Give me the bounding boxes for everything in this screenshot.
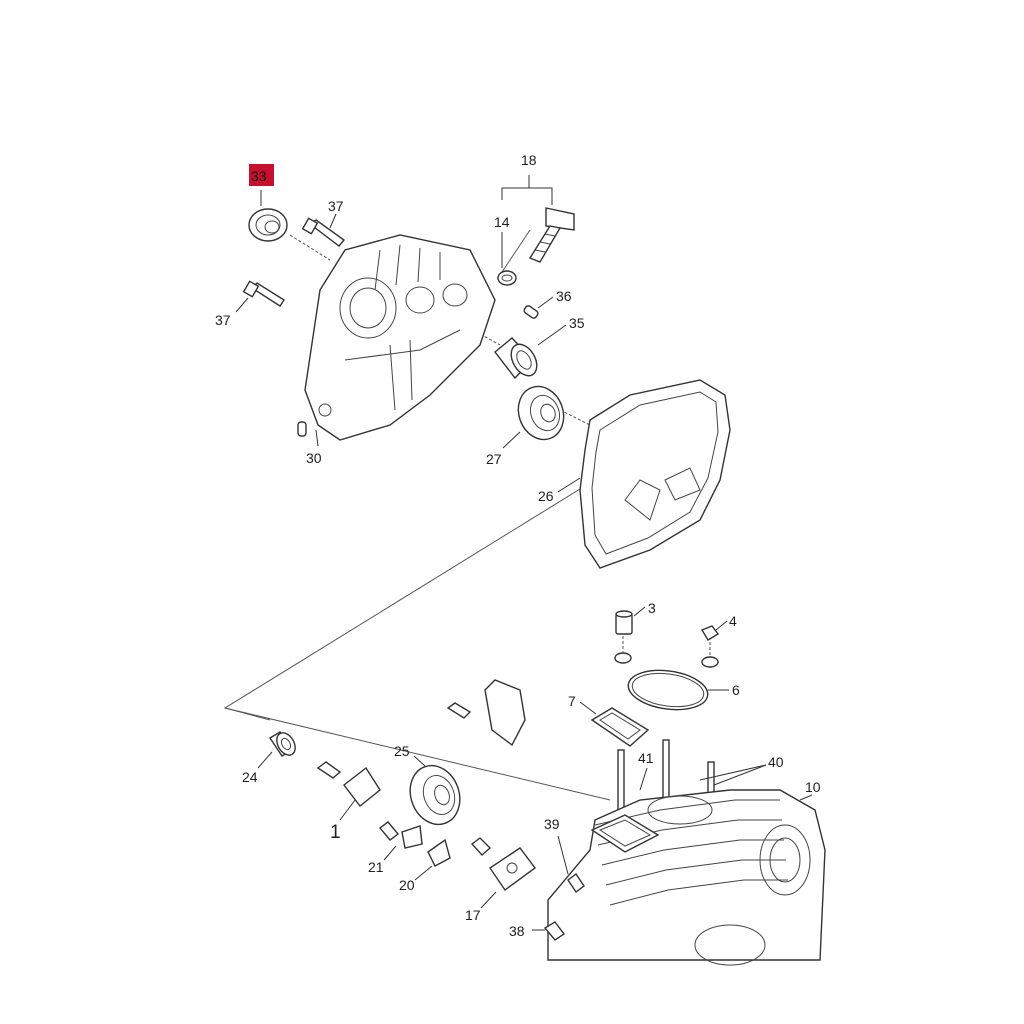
part-21-plug[interactable] [378, 821, 423, 861]
part-30-dowel-pin[interactable] [297, 421, 319, 447]
callout-17[interactable]: 17 [465, 907, 481, 923]
callout-26[interactable]: 26 [538, 488, 554, 504]
callout-24[interactable]: 24 [242, 769, 258, 785]
callout-18[interactable]: 18 [521, 152, 537, 168]
part-25-ball-bearing[interactable] [402, 755, 468, 831]
callout-30[interactable]: 30 [306, 450, 322, 466]
callout-41[interactable]: 41 [638, 750, 654, 766]
callout-10[interactable]: 10 [805, 779, 821, 795]
part-35-bushing[interactable] [494, 324, 567, 380]
callout-3[interactable]: 3 [648, 600, 656, 616]
callout-35[interactable]: 35 [569, 315, 585, 331]
part-39-fitting[interactable] [557, 835, 585, 894]
part-3-spacer[interactable] [614, 606, 646, 664]
callout-37-lower[interactable]: 37 [215, 312, 231, 328]
part-14-o-ring[interactable] [497, 232, 517, 286]
callout-4[interactable]: 4 [729, 613, 737, 629]
part-17-plate[interactable] [470, 837, 536, 909]
part-33-oil-seal[interactable] [248, 190, 288, 242]
part-20-bracket[interactable] [414, 838, 451, 881]
part-37-bolt-upper[interactable] [301, 213, 346, 247]
part-7-seal-plate[interactable] [579, 701, 650, 747]
part-26-gasket[interactable] [557, 379, 731, 569]
callout-40[interactable]: 40 [768, 754, 784, 770]
callout-33-highlight[interactable] [249, 164, 274, 186]
part-1-cover-plate[interactable] [316, 761, 381, 821]
part-18-oil-filler-cap[interactable] [501, 175, 575, 263]
callout-37-upper[interactable]: 37 [328, 198, 344, 214]
part-38-fitting[interactable] [532, 921, 566, 941]
part-6-o-ring[interactable] [626, 666, 729, 715]
callout-36[interactable]: 36 [556, 288, 572, 304]
gear-case-cover[interactable] [304, 234, 496, 441]
callout-38[interactable]: 38 [509, 923, 525, 939]
callout-25[interactable]: 25 [394, 743, 410, 759]
callout-20[interactable]: 20 [399, 877, 415, 893]
part-10-crankcase[interactable] [547, 789, 826, 966]
callout-14[interactable]: 14 [494, 214, 510, 230]
breather-cover[interactable] [446, 679, 526, 747]
callout-39[interactable]: 39 [544, 816, 560, 832]
part-27-ball-bearing[interactable] [502, 380, 571, 449]
part-36-dowel-pin[interactable] [523, 296, 554, 319]
callout-1[interactable]: 1 [330, 822, 341, 843]
callout-27[interactable]: 27 [486, 451, 502, 467]
callout-6[interactable]: 6 [732, 682, 740, 698]
part-24-bushing[interactable] [257, 730, 299, 769]
callout-33[interactable]: 33 [251, 168, 267, 184]
part-37-bolt-lower[interactable] [235, 280, 285, 313]
part-4-nut[interactable] [700, 620, 728, 668]
callout-7[interactable]: 7 [568, 693, 576, 709]
callout-21[interactable]: 21 [368, 859, 384, 875]
